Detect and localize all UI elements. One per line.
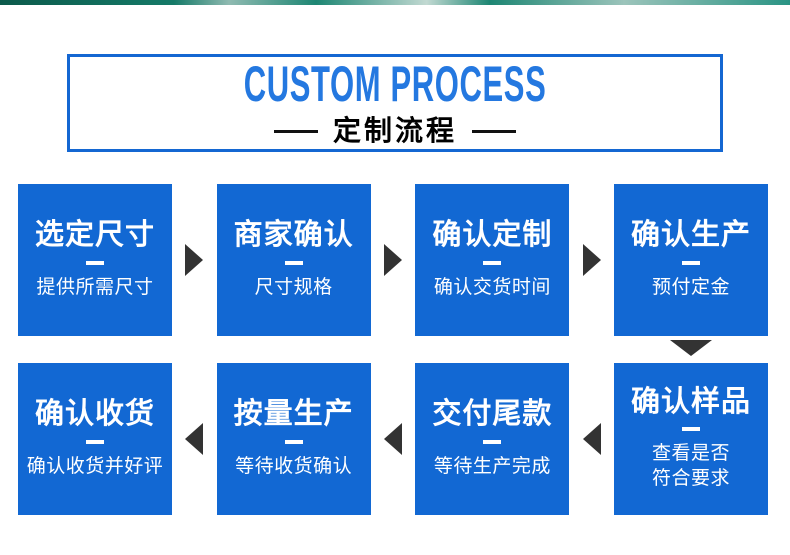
step-pay-balance: 交付尾款 等待生产完成: [415, 363, 570, 515]
arrow-gap: [569, 363, 614, 515]
arrow-left-icon: [582, 423, 601, 455]
step-seller-confirm: 商家确认 尺寸规格: [216, 184, 371, 336]
arrow-gap: [172, 184, 217, 336]
section-subtitle-row: 定制流程: [273, 115, 516, 147]
process-row-bottom: 确认收货 确认收货并好评 按量生产 等待收货确认 交付尾款 等待生产完成 确认样…: [18, 363, 769, 515]
step-title: 选定尺寸: [34, 219, 155, 252]
step-subtitle: 确认交货时间: [433, 276, 551, 298]
step-title: 确认收货: [34, 398, 155, 431]
step-select-size: 选定尺寸 提供所需尺寸: [18, 184, 172, 336]
step-confirm-receipt: 确认收货 确认收货并好评: [18, 363, 172, 515]
arrow-left-icon: [384, 423, 402, 455]
step-divider: [483, 260, 502, 265]
step-subtitle: 等待生产完成: [433, 455, 551, 477]
step-divider: [682, 427, 701, 432]
step-confirm-custom: 确认定制 确认交货时间: [415, 184, 570, 336]
step-confirm-sample: 确认样品 查看是否 符合要求: [614, 363, 769, 515]
subtitle-right-dash: [472, 129, 516, 133]
top-edge-strip: [0, 0, 790, 5]
section-title-zh: 定制流程: [332, 115, 457, 147]
arrow-gap: [172, 363, 217, 515]
step-title: 确认定制: [432, 219, 553, 252]
step-divider: [86, 439, 104, 444]
step-produce-quantity: 按量生产 等待收货确认: [216, 363, 371, 515]
arrow-left-icon: [185, 423, 204, 455]
step-subtitle: 查看是否 符合要求: [652, 443, 731, 490]
arrow-right-icon: [384, 244, 402, 276]
section-title-en: CUSTOM PROCESS: [243, 56, 547, 113]
step-subtitle: 提供所需尺寸: [36, 276, 154, 298]
step-confirm-production: 确认生产 预付定金: [614, 184, 769, 336]
arrow-gap: [569, 184, 614, 336]
step-subtitle: 确认收货并好评: [26, 455, 164, 477]
step-divider: [86, 260, 104, 265]
process-row-top: 选定尺寸 提供所需尺寸 商家确认 尺寸规格 确认定制 确认交货时间 确认生产 预…: [18, 184, 769, 336]
step-divider: [682, 260, 701, 265]
step-divider: [284, 439, 303, 444]
arrow-gap: [371, 184, 416, 336]
step-title: 商家确认: [233, 219, 354, 252]
arrow-right-icon: [582, 244, 601, 276]
step-subtitle: 尺寸规格: [254, 276, 333, 298]
step-title: 确认样品: [631, 386, 752, 419]
section-header: CUSTOM PROCESS 定制流程: [67, 54, 723, 152]
step-title: 确认生产: [631, 219, 752, 252]
step-divider: [483, 439, 502, 444]
step-divider: [284, 260, 303, 265]
arrow-gap: [371, 363, 416, 515]
arrow-down-icon: [670, 340, 712, 356]
step-subtitle: 等待收货确认: [235, 455, 353, 477]
arrow-right-icon: [185, 244, 204, 276]
step-title: 按量生产: [233, 398, 354, 431]
step-subtitle: 预付定金: [652, 276, 731, 298]
step-title: 交付尾款: [432, 398, 553, 431]
subtitle-left-dash: [273, 129, 318, 133]
